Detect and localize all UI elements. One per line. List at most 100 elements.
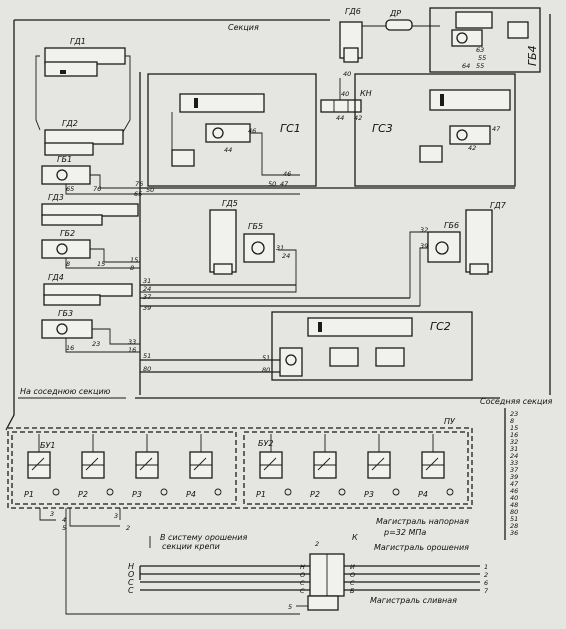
bus-47: 47 — [280, 180, 289, 188]
jack-gd7: ГД7 — [465, 201, 507, 275]
port-46a: 46 — [248, 127, 256, 135]
port-31-gb5: 31 — [276, 244, 284, 252]
label-to-adjacent: На соседнюю секцию — [20, 387, 111, 396]
main-line-num-2: 2 — [484, 571, 488, 579]
valve-bu1-1: Р1 — [24, 434, 60, 499]
label-gd5: ГД5 — [222, 199, 238, 208]
right-number-7: 24 — [510, 452, 518, 460]
block-gb5: ГБ5 31 24 — [243, 222, 290, 263]
port-63: 63 — [476, 46, 484, 54]
port-24-gb5: 24 — [282, 252, 290, 260]
valve-label-2: Р2 — [78, 490, 88, 499]
port-5-bottom: 5 — [288, 603, 292, 611]
label-gd2: ГД2 — [62, 119, 78, 128]
right-number-8: 33 — [510, 459, 518, 467]
port-16: 16 — [66, 344, 74, 352]
throttle-dr: ДР — [362, 9, 440, 31]
port-15: 15 — [97, 260, 105, 268]
jack-gd1: ГД1 — [44, 37, 126, 77]
valve-label-8: Р4 — [418, 490, 428, 499]
port-65: 65 — [66, 185, 74, 193]
adjacent-left: На соседнюю секцию — [18, 387, 126, 399]
port-32: 32 — [420, 226, 428, 234]
main-right-code-1: И — [350, 563, 355, 571]
label-adjacent-right: Соседняя секция — [480, 397, 553, 406]
drop-3: 3 — [50, 510, 54, 518]
main-right-code-2: О — [350, 571, 355, 579]
main-right-code-3: С — [350, 579, 355, 587]
valve-bu2-3: Р3 — [364, 434, 400, 499]
section-title: Секция — [228, 23, 259, 32]
label-gd7: ГД7 — [490, 201, 507, 210]
right-number-10: 39 — [510, 473, 518, 481]
drop-5: 5 — [62, 524, 66, 532]
port-23: 23 — [92, 340, 100, 348]
port-42-kn: 42 — [354, 114, 362, 122]
main-right-code-4: Б — [350, 587, 355, 595]
right-number-9: 37 — [510, 466, 519, 474]
label-drain-main: Магистраль орошения — [374, 543, 469, 552]
right-number-15: 80 — [510, 508, 518, 516]
label-return-main: Магистраль сливная — [370, 596, 457, 605]
right-number-2: 8 — [510, 417, 514, 425]
bus-39: 39 — [143, 304, 151, 312]
label-gb3: ГБ3 — [58, 309, 73, 318]
label-gd1: ГД1 — [70, 37, 86, 46]
label-gs3: ГС3 — [372, 122, 393, 135]
right-number-3: 15 — [510, 424, 518, 432]
main-line-code-1: Н — [128, 562, 134, 571]
module-gs1: ГС1 46 44 — [147, 73, 317, 187]
main-line-num-1: 1 — [484, 563, 488, 571]
label-gb1: ГБ1 — [57, 155, 72, 164]
port-55b: 55 — [476, 62, 484, 70]
right-number-4: 16 — [510, 431, 518, 439]
label-pressure-value: p=32 МПа — [383, 528, 426, 537]
right-number-17: 28 — [510, 522, 518, 530]
bus-8: 8 — [130, 264, 134, 272]
right-number-18: 36 — [510, 529, 518, 537]
bus-31: 31 — [143, 277, 151, 285]
port-2-bottom: 2 — [315, 540, 319, 548]
port-80-gs2: 80 — [262, 366, 270, 374]
module-gs3: ГС3 47 42 — [354, 73, 516, 187]
port-40-top: 40 — [343, 70, 351, 78]
main-line-num-3: 6 — [484, 579, 488, 587]
port-44-kn: 44 — [336, 114, 344, 122]
label-crane-1: В систему орошения — [160, 533, 247, 542]
main-line-mid-code-4: С — [300, 587, 305, 595]
right-number-12: 46 — [510, 487, 518, 495]
block-gb1: ГБ1 65 76 — [41, 155, 101, 193]
block-gb2: ГБ2 8 15 — [41, 229, 105, 268]
right-number-1: 23 — [510, 410, 518, 418]
valve-kn: КН 40 44 42 40 — [320, 70, 372, 122]
label-gs2: ГС2 — [430, 320, 451, 333]
block-gb4: ГБ4 63 55 64 55 — [429, 7, 541, 73]
module-gs2: ГС2 51 80 51 80 — [140, 311, 473, 381]
label-gd6: ГД6 — [345, 7, 361, 16]
port-55a: 55 — [478, 54, 486, 62]
right-number-11: 47 — [510, 480, 519, 488]
jack-gd5: ГД5 — [209, 199, 238, 275]
right-number-14: 48 — [510, 501, 518, 509]
label-pressure-main: Магистраль напорная — [376, 517, 469, 526]
bus-80: 80 — [143, 365, 151, 373]
main-lines: В систему орошения секции крепи Магистра… — [128, 517, 489, 611]
label-gb4: ГБ4 — [526, 45, 539, 66]
port-39-gb6: 39 — [420, 242, 428, 250]
valve-bu1-3: Р3 — [132, 434, 168, 499]
label-k: К — [352, 533, 358, 542]
main-line-num-4: 7 — [484, 587, 489, 595]
jack-gd3: ГД3 — [41, 193, 139, 226]
main-line-mid-code-2: О — [300, 571, 305, 579]
drop-4: 4 — [62, 516, 66, 524]
bus-65: 65 — [134, 190, 142, 198]
main-line-mid-code-1: Н — [300, 563, 305, 571]
valve-label-4: Р4 — [186, 490, 196, 499]
bus-upper: 76 65 50 50 47 46 — [134, 170, 515, 198]
label-crane-2: секции крепи — [162, 542, 220, 551]
label-bu2: БУ2 — [258, 439, 273, 448]
bus-16: 16 — [128, 346, 136, 354]
section-frame — [5, 14, 551, 431]
label-gb5: ГБ5 — [248, 222, 263, 231]
